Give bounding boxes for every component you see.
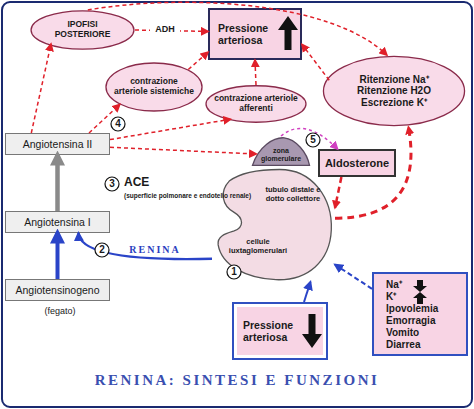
node-text: Aldosterone bbox=[325, 157, 389, 170]
connector-arrow bbox=[31, 44, 51, 133]
connector-arrow bbox=[110, 147, 256, 154]
callout-number: 3 bbox=[105, 177, 119, 191]
enzyme-label: ACE bbox=[124, 176, 184, 189]
cause-box: Na⁺K⁺Ipovolemia Emorragia Vomito Diarrea bbox=[372, 272, 468, 356]
effect-ellipse-outline bbox=[206, 86, 306, 122]
connector-arrow bbox=[304, 282, 310, 302]
down-arrow-symbol bbox=[413, 280, 427, 292]
up-arrow-symbol bbox=[413, 292, 427, 304]
edge-label: ADH bbox=[150, 24, 180, 34]
callout-number: 1 bbox=[227, 265, 241, 279]
callout-number: 4 bbox=[111, 117, 125, 131]
gland-ellipse-outline bbox=[31, 11, 134, 49]
connector-arrow bbox=[55, 155, 60, 211]
connector-arrow bbox=[335, 127, 411, 218]
node-text: K⁺ bbox=[386, 291, 396, 303]
node-text: Angiotensina II bbox=[23, 138, 92, 150]
hormone-box: Angiotensina II bbox=[5, 133, 110, 155]
hormone-box: Aldosterone bbox=[318, 149, 396, 177]
effect-ellipse: contrazione arteriole sistemiche bbox=[105, 62, 203, 112]
hormone-box: Angiotensina I bbox=[5, 211, 110, 233]
node-text: contrazione arteriole afferenti bbox=[207, 94, 305, 114]
adrenal-shape-outline bbox=[252, 138, 309, 166]
callout-circle bbox=[95, 243, 109, 257]
callout-number: 5 bbox=[306, 133, 320, 147]
connector-arrow bbox=[335, 265, 372, 289]
node-text: cellule iuxtaglomerulari bbox=[226, 238, 290, 255]
node-text: zona glomerulare bbox=[260, 147, 302, 163]
connector-arrow bbox=[110, 119, 231, 139]
up-arrow-symbol bbox=[278, 16, 298, 50]
node-text: Ritenzione Na⁺ Ritenzione H2O Escrezione… bbox=[348, 74, 440, 109]
node-text: IPOFISI POSTERIORE bbox=[47, 20, 119, 40]
effect-ellipse: Ritenzione Na⁺ Ritenzione H2O Escrezione… bbox=[322, 55, 466, 127]
callout-circle bbox=[306, 133, 320, 147]
node-text: (fegato) bbox=[20, 306, 100, 316]
kidney-shape: tubulo distale e dotto collettore cellule… bbox=[212, 166, 335, 282]
node-text: Pressione arteriosa bbox=[243, 319, 305, 343]
effect-ellipse-outline bbox=[106, 63, 202, 111]
node-text: Pressione arteriosa bbox=[218, 22, 282, 46]
connector-arrow bbox=[79, 233, 213, 259]
effect-ellipse: contrazione arteriole afferenti bbox=[205, 85, 307, 123]
edge-label: RENINA bbox=[120, 244, 190, 255]
down-arrow-symbol bbox=[302, 314, 322, 348]
precursor-box: Angiotensinogeno(fegato) bbox=[5, 279, 110, 301]
effect-ellipse-outline bbox=[323, 56, 464, 125]
adrenal-shape: zona glomerulare bbox=[250, 136, 312, 166]
connector-arrow bbox=[255, 60, 256, 85]
location-note: (superficie polmonare e endotelio renale… bbox=[124, 192, 254, 199]
node-text: tubulo distale e dotto collettore bbox=[264, 186, 322, 203]
callout-circle bbox=[227, 265, 241, 279]
pressure-box: Pressione arteriosa bbox=[208, 8, 302, 60]
kidney-shape-outline bbox=[218, 169, 331, 279]
connector-arrow bbox=[188, 52, 208, 69]
connector-arrow bbox=[88, 2, 387, 55]
node-text: Angiotensinogeno bbox=[15, 284, 99, 296]
pressure-box: Pressione arteriosa bbox=[232, 302, 328, 360]
gland-ellipse: IPOFISI POSTERIORE bbox=[30, 10, 135, 50]
connector-arrow bbox=[56, 233, 60, 279]
kidney-shape-outline bbox=[212, 166, 335, 282]
node-text: contrazione arteriole sistemiche bbox=[114, 77, 194, 97]
node-text: Na⁺ bbox=[386, 279, 402, 291]
connector-arrow bbox=[281, 128, 338, 149]
node-text: Ipovolemia Emorragia Vomito Diarrea bbox=[386, 303, 452, 351]
node-text: Angiotensina I bbox=[24, 216, 91, 228]
callout-circle bbox=[105, 177, 119, 191]
connector-arrow bbox=[302, 44, 329, 80]
diagram-title: RENINA: SINTESI E FUNZIONI bbox=[0, 372, 474, 389]
callout-number: 2 bbox=[95, 243, 109, 257]
connector-arrow bbox=[335, 177, 341, 208]
callout-circle bbox=[111, 117, 125, 131]
connector-arrow bbox=[89, 105, 120, 134]
